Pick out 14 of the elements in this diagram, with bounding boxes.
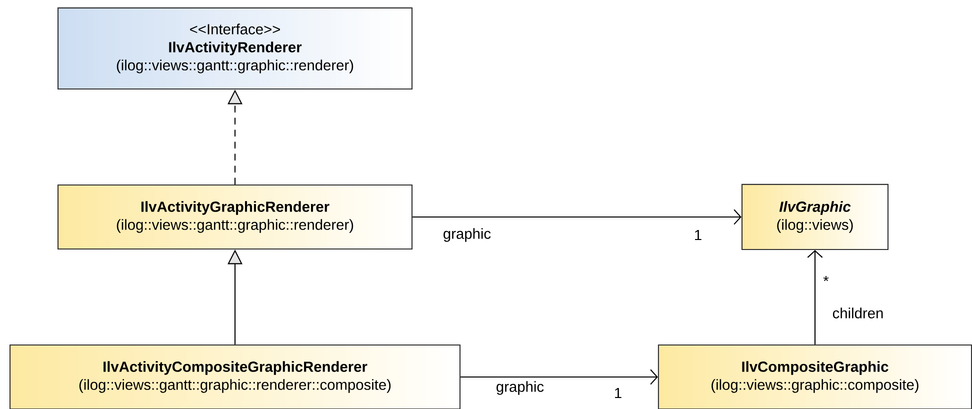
multiplicity-label: 1 — [695, 230, 702, 240]
class-box: <<Interface>> IlvActivityRenderer (ilog::views::gantt::graphic::renderer) — [57, 7, 413, 90]
edge-label: graphic — [494, 380, 546, 396]
edge-label: children — [830, 306, 886, 320]
association-arrow — [460, 369, 658, 385]
association-arrow — [807, 250, 823, 344]
class-box: IlvActivityCompositeGraphicRenderer (ilog::views::gantt::graphic::renderer::composite) — [9, 344, 461, 409]
class-box: IlvGraphic (ilog::views) — [741, 184, 889, 250]
class-box: IlvCompositeGraphic (ilog::views::graphic::composite) — [658, 344, 972, 409]
edge-label: graphic — [442, 226, 492, 244]
association-arrow — [412, 209, 742, 225]
class-box: IlvActivityGraphicRenderer (ilog::views::gantt::graphic::renderer) — [57, 184, 413, 250]
multiplicity-label: 1 — [615, 388, 622, 398]
multiplicity-label: * — [823, 276, 829, 282]
